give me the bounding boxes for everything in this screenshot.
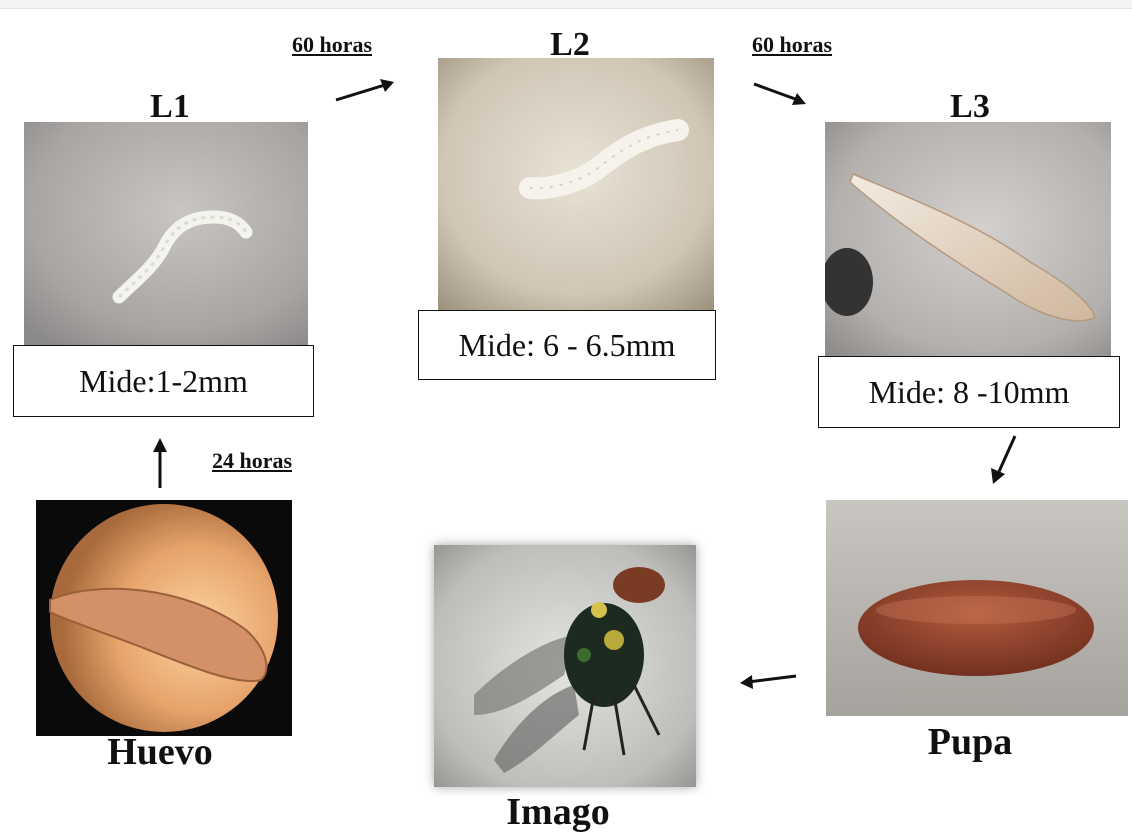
arrow-l3-to-pupa-icon — [985, 432, 1025, 488]
size-box-l3: Mide: 8 -10mm — [818, 356, 1120, 428]
stage-title-l1: L1 — [120, 88, 220, 126]
top-border — [0, 0, 1132, 9]
time-label-huevo-to-l1: 24 horas — [212, 448, 292, 474]
stage-title-imago: Imago — [468, 790, 648, 834]
time-label-l2-to-l3: 60 horas — [752, 32, 832, 58]
time-label-l1-to-l2: 60 horas — [292, 32, 372, 58]
stage-title-huevo: Huevo — [60, 730, 260, 774]
larva-l2-image — [438, 58, 714, 310]
larva-l3-image — [825, 122, 1111, 356]
larva-l1-image — [24, 122, 308, 346]
stage-title-pupa: Pupa — [880, 720, 1060, 764]
egg-image — [36, 500, 292, 736]
arrow-huevo-to-l1-icon — [148, 436, 172, 490]
size-box-l2: Mide: 6 - 6.5mm — [418, 310, 716, 380]
pupa-image — [826, 500, 1128, 716]
arrow-l2-to-l3-icon — [750, 76, 810, 110]
stage-title-l3: L3 — [920, 88, 1020, 126]
adult-fly-image — [434, 545, 696, 787]
arrow-pupa-to-imago-icon — [736, 664, 800, 694]
size-box-l1: Mide:1-2mm — [13, 345, 314, 417]
arrow-l1-to-l2-icon — [330, 70, 400, 110]
